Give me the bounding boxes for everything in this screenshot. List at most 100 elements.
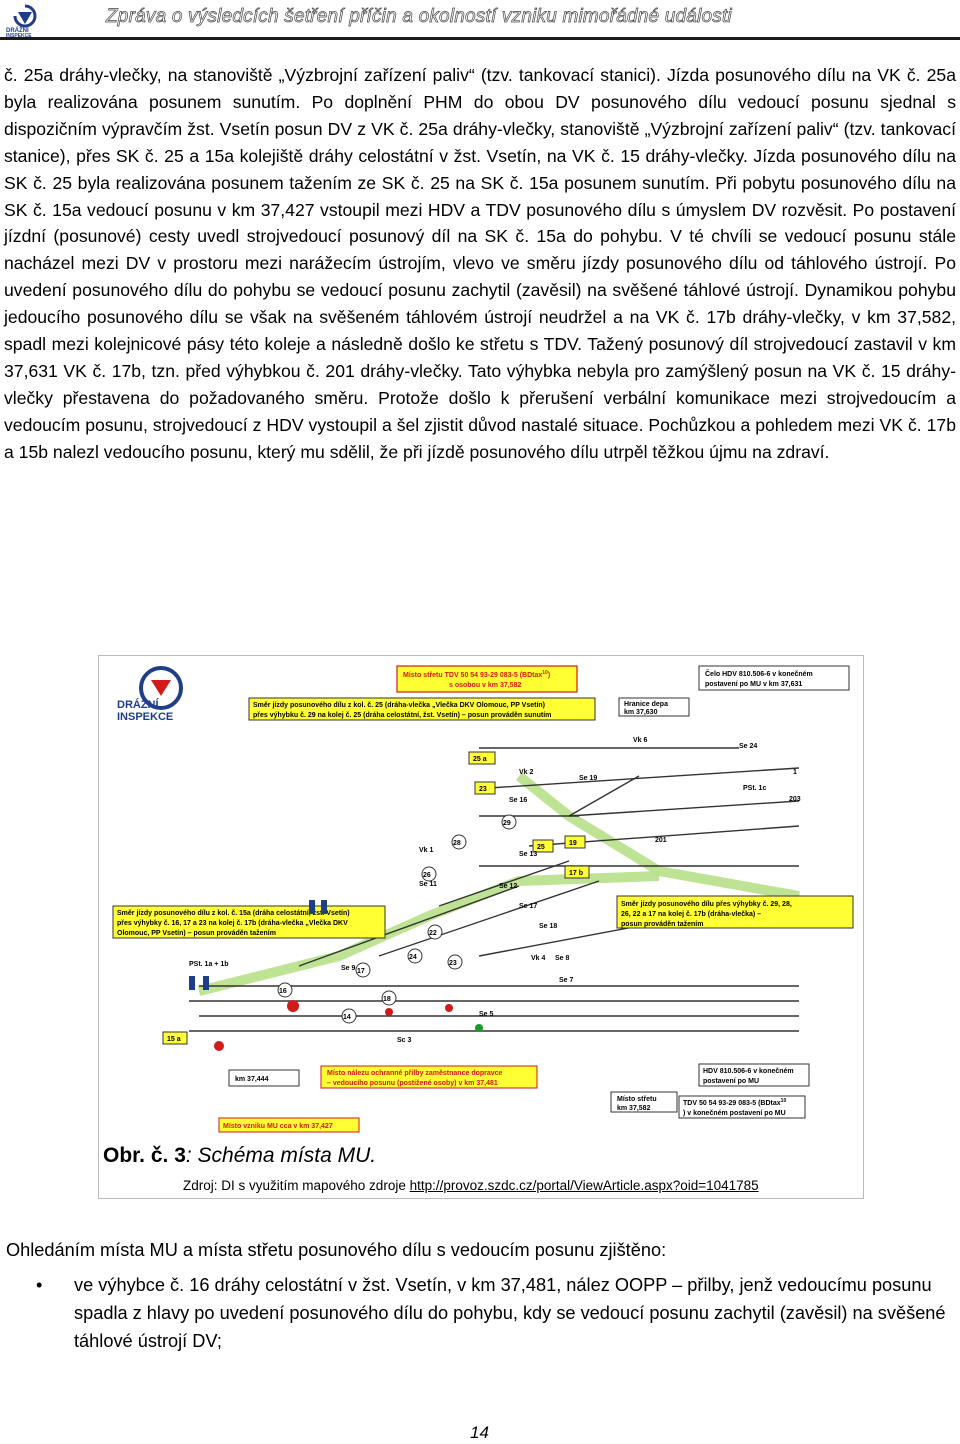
- sig-se9: Se 9: [341, 965, 356, 972]
- sig-se8: Se 8: [555, 955, 570, 962]
- dir3-line-c: posun prováděn tažením: [621, 921, 703, 928]
- track-1: 1: [793, 769, 797, 776]
- sig-vk4: Vk 4: [531, 955, 546, 962]
- sig-se17: Se 17: [519, 903, 537, 910]
- border-line-1: Hranice depa: [624, 701, 668, 708]
- sig-pst1c: PSt. 1c: [743, 785, 766, 792]
- track-number-labels: 25 a 23 25 19 17 b 15 a 201 203 1: [162, 751, 801, 1045]
- km444-text: km 37,444: [235, 1076, 269, 1083]
- hdv-line-2: postavení po MU: [703, 1078, 759, 1085]
- head-label-2: postavení po MU v km 37,631: [705, 681, 802, 688]
- sig-se12: Se 12: [499, 883, 517, 890]
- dir2-line-b: přes výhybky č. 16, 17 a 23 na kolej č. …: [117, 920, 348, 927]
- switch-17: 17: [357, 968, 365, 975]
- bullet-dot: •: [36, 1275, 43, 1295]
- svg-text:TDV 50 54 93-29 083-5 (BDtax10: TDV 50 54 93-29 083-5 (BDtax10: [683, 1098, 786, 1107]
- switch-23: 23: [449, 960, 457, 967]
- switch-24: 24: [409, 954, 417, 961]
- figure-source-link[interactable]: http://provoz.szdc.cz/portal/ViewArticle…: [409, 1178, 759, 1193]
- track-17b: 17 b: [569, 870, 583, 877]
- strike-box-title: Místo střetu: [617, 1096, 657, 1103]
- label-hdv-final: HDV 810.506-6 v konečném postavení po MU: [698, 1063, 810, 1087]
- hdv-line-1: HDV 810.506-6 v konečném: [703, 1068, 794, 1075]
- sig-se24: Se 24: [739, 743, 757, 750]
- strike-box-km: km 37,582: [617, 1105, 651, 1112]
- switch-18: 18: [383, 996, 391, 1003]
- figure-source-text: Zdroj: DI s využitím mapového zdroje: [183, 1178, 410, 1193]
- svg-text:Místo střetu TDV 50 54 93-29 0: Místo střetu TDV 50 54 93-29 083-5 (BDta…: [403, 670, 550, 679]
- bullet-text: ve výhybce č. 16 dráhy celostátní v žst.…: [74, 1275, 946, 1351]
- figure-caption-text: Schéma místa MU.: [191, 1144, 377, 1167]
- switch-16: 16: [279, 988, 287, 995]
- figure-logo-word-1: DRÁŽNÍ: [117, 698, 159, 711]
- oopp-line-1: Místo nálezu ochranné přilby zaměstnance…: [327, 1070, 503, 1077]
- body-paragraph-block: č. 25a dráhy-vlečky, na stanoviště „Výzb…: [4, 62, 956, 466]
- switch-22: 22: [429, 930, 437, 937]
- switch-26: 26: [423, 872, 431, 879]
- sig-se19: Se 19: [579, 775, 597, 782]
- route-highlight-right: [515, 772, 800, 901]
- drazni-inspekce-logo: DRÁŽNÍ INSPEKCE: [4, 4, 46, 39]
- sig-se13: Se 13: [519, 851, 537, 858]
- border-line-2: km 37,630: [624, 709, 658, 716]
- signal-icons: [189, 900, 483, 1051]
- mu-place-text: Místo vzniku MU cca v km 37,427: [223, 1123, 333, 1130]
- strike-label-1b: ): [548, 672, 550, 679]
- page-number: 14: [470, 1423, 489, 1442]
- label-strike-place: Místo střetu TDV 50 54 93-29 083-5 (BDta…: [396, 665, 578, 693]
- label-mu-place: Místo vzniku MU cca v km 37,427: [218, 1117, 360, 1133]
- label-direction-2: Směr jízdy posunového dílu z kol. č. 15a…: [112, 905, 386, 939]
- strike-label-1: Místo střetu TDV 50 54 93-29 083-5 (BDta…: [403, 672, 542, 679]
- label-km-444: km 37,444: [228, 1069, 300, 1087]
- sig-vk2: Vk 2: [519, 769, 534, 776]
- railway-scheme-diagram: DRÁŽNÍ INSPEKCE Místo střetu: [112, 665, 854, 1133]
- figure-caption: Obr. č. 3: Schéma místa MU.: [103, 1144, 376, 1168]
- dir1-line-b: přes výhybku č. 29 na kolej č. 25 (dráha…: [253, 712, 551, 719]
- strike-label-2: s osobou v km 37,582: [449, 682, 521, 689]
- track-19: 19: [569, 840, 577, 847]
- sig-se18: Se 18: [539, 923, 557, 930]
- logo-word-1: DRÁŽNÍ: [6, 26, 29, 34]
- track-25: 25: [537, 844, 545, 851]
- track-201: 201: [655, 837, 667, 844]
- figure-caption-sep: :: [185, 1144, 192, 1167]
- dir1-line-a: Směr jízdy posunového dílu z kol. č. 25 …: [253, 702, 545, 709]
- figure-source: Zdroj: DI s využitím mapového zdroje htt…: [183, 1178, 759, 1193]
- sig-sc3: Sc 3: [397, 1037, 412, 1044]
- oopp-line-2: – vedoucího posunu (postižené osoby) v k…: [327, 1080, 498, 1087]
- sig-vk6: Vk 6: [633, 737, 648, 744]
- label-strike-km: Místo střetu km 37,582: [610, 1091, 678, 1113]
- head-label-1: Čelo HDV 810.506-6 v konečném: [705, 669, 813, 678]
- track-25a: 25 a: [473, 756, 487, 763]
- signal-labels: Se 24 Se 19 Se 16 Se 13 Se 11 Se 12 Se 1…: [189, 737, 766, 1044]
- sig-vk1: Vk 1: [419, 847, 434, 854]
- label-direction-3: Směr jízdy posunového dílu přes výhybky …: [616, 895, 854, 929]
- track-203: 203: [789, 796, 801, 803]
- label-depot-border: Hranice depa km 37,630: [618, 697, 690, 717]
- report-header-title: Zpráva o výsledcích šetření příčin a oko…: [106, 6, 732, 28]
- label-oopp-find: Místo nálezu ochranné přilby zaměstnance…: [320, 1065, 538, 1089]
- switch-circles: 29 28 26 22 17 16 18 14 23 24: [277, 814, 517, 1024]
- figure-logo: DRÁŽNÍ INSPEKCE: [117, 666, 183, 723]
- dir2-line-a: Směr jízdy posunového dílu z kol. č. 15a…: [117, 910, 350, 917]
- label-direction-1: Směr jízdy posunového dílu z kol. č. 25 …: [248, 697, 596, 721]
- switch-28: 28: [453, 840, 461, 847]
- figure-schema: DRÁŽNÍ INSPEKCE Místo střetu: [98, 655, 864, 1199]
- tdv-line-1: TDV 50 54 93-29 083-5 (BDtax: [683, 1100, 781, 1107]
- sig-se7: Se 7: [559, 977, 574, 984]
- route-highlight-left: [197, 871, 660, 996]
- dir3-line-a: Směr jízdy posunového dílu přes výhybky …: [621, 901, 792, 908]
- track-23: 23: [479, 786, 487, 793]
- sig-se16: Se 16: [509, 797, 527, 804]
- findings-intro: Ohledáním místa MU a místa střetu posuno…: [6, 1240, 667, 1260]
- tdv-sup: 10: [781, 1098, 787, 1104]
- dir3-line-b: 26, 22 a 17 na kolej č. 17b (dráha-vlečk…: [621, 911, 761, 918]
- strike-sup: 10: [542, 670, 548, 676]
- label-hdv-head: Čelo HDV 810.506-6 v konečném postavení …: [698, 665, 850, 691]
- logo-word-2: INSPEKCE: [6, 33, 32, 38]
- figure-caption-prefix: Obr. č. 3: [103, 1144, 186, 1167]
- sig-se5: Se 5: [479, 1011, 494, 1018]
- track-15a: 15 a: [167, 1036, 181, 1043]
- tdv-line-2: ) v konečném postavení po MU: [683, 1110, 786, 1117]
- dir2-line-c: Olomouc, PP Vsetín) – posun prováděn taž…: [117, 930, 276, 937]
